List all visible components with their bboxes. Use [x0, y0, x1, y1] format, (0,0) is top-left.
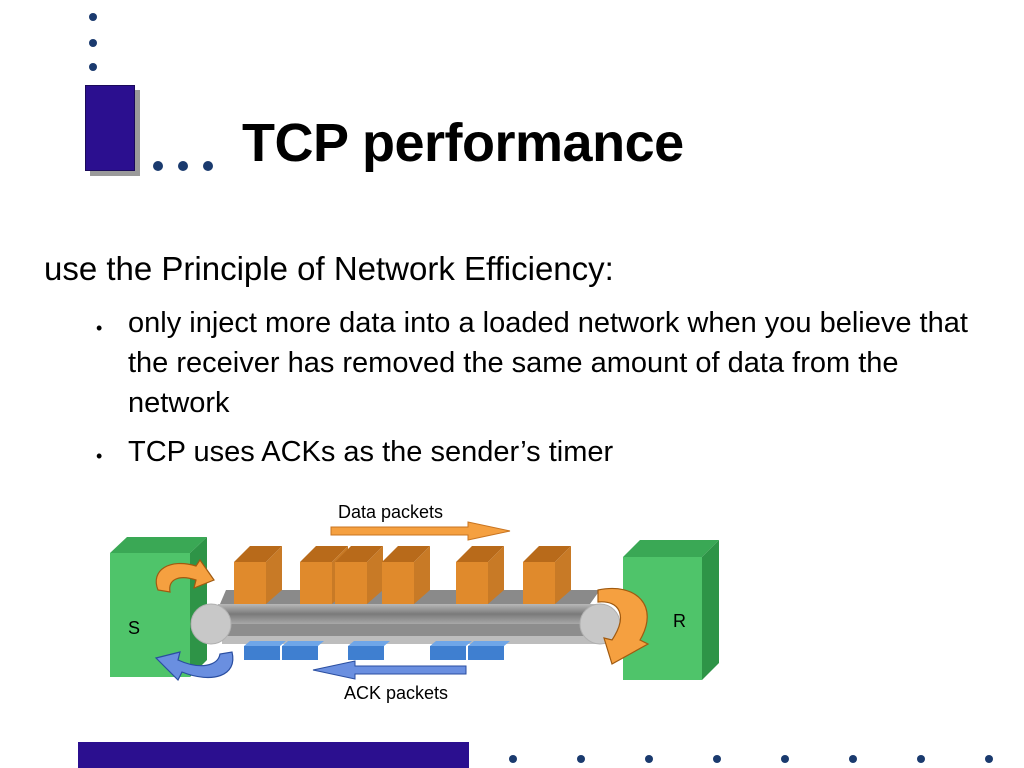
ack-packet: [348, 641, 390, 660]
slide-title: TCP performance: [242, 113, 684, 173]
data-packets: [234, 546, 571, 604]
ack-packet: [468, 641, 510, 660]
title-ellipsis-dot: [178, 161, 188, 171]
left-roller: [190, 603, 232, 645]
ack-packets: [244, 641, 510, 660]
data-direction-arrow: [330, 521, 511, 541]
data-packet: [234, 546, 282, 604]
ack-packets-label: ACK packets: [344, 683, 448, 703]
bullet-text-2: TCP uses ACKs as the sender’s timer: [128, 436, 614, 468]
footer-dot: [713, 755, 721, 763]
title-ellipsis-dot: [203, 161, 213, 171]
footer-dot: [781, 755, 789, 763]
receiver-curved-arrow: [597, 587, 650, 665]
belt-lower: [222, 622, 600, 644]
decor-dot: [89, 39, 97, 47]
receiver-label: R: [673, 611, 686, 631]
decor-dot: [89, 13, 97, 21]
ack-direction-arrow: [312, 660, 467, 680]
footer-dot: [917, 755, 925, 763]
footer-accent-bar: [78, 742, 469, 768]
title-ellipsis-dot: [153, 161, 163, 171]
data-packet: [456, 546, 504, 604]
bullet-text-1: only inject more data into a loaded netw…: [128, 307, 968, 419]
data-packet: [382, 546, 430, 604]
decor-dot: [89, 63, 97, 71]
accent-block: [85, 85, 135, 171]
data-packet: [335, 546, 383, 604]
ack-packet: [282, 641, 324, 660]
footer-dot: [577, 755, 585, 763]
data-packets-label: Data packets: [338, 502, 443, 522]
bullet-marker: •: [96, 318, 103, 338]
footer-dot: [849, 755, 857, 763]
footer-dot: [645, 755, 653, 763]
footer-dot: [985, 755, 993, 763]
intro-text: use the Principle of Network Efficiency:: [44, 250, 614, 287]
bullet-marker: •: [96, 446, 103, 466]
footer-dot: [509, 755, 517, 763]
sender-label: S: [128, 618, 140, 638]
ack-packet: [430, 641, 472, 660]
sender-top-curved-arrow: [155, 558, 215, 593]
sender-box: [110, 537, 207, 677]
sender-bottom-curved-arrow: [154, 651, 234, 682]
ack-packet: [244, 641, 286, 660]
data-packet: [523, 546, 571, 604]
